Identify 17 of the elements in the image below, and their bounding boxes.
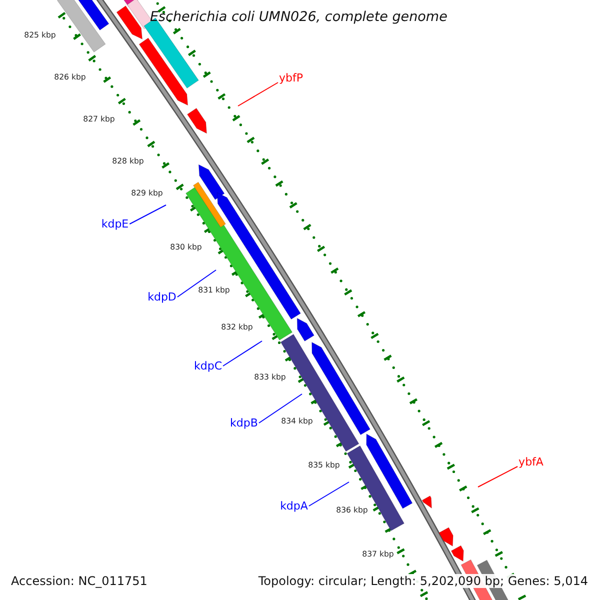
leader-line [222, 340, 262, 366]
gene-label: kdpC [194, 360, 222, 372]
leader-line [308, 482, 350, 506]
gene-label: kdpB [230, 416, 258, 430]
map-title: Escherichia coli UMN026, complete genome [150, 9, 448, 25]
leader-line [238, 82, 278, 106]
gene-label: kdpA [280, 500, 308, 512]
leader-line [176, 270, 216, 298]
gene-label: kdpE [101, 218, 129, 230]
genome-summary: Topology: circular; Length: 5,202,090 bp; Genes: 5,014 [256, 574, 590, 588]
leader-line [258, 394, 302, 424]
gene-label: ybfA [518, 456, 544, 468]
gene-label: kdpD [148, 290, 176, 304]
gene-label: ybfP [279, 72, 303, 84]
leader-line [478, 466, 518, 488]
leader-line [129, 204, 166, 224]
accession-label: Accession: NC_011751 [9, 574, 150, 588]
